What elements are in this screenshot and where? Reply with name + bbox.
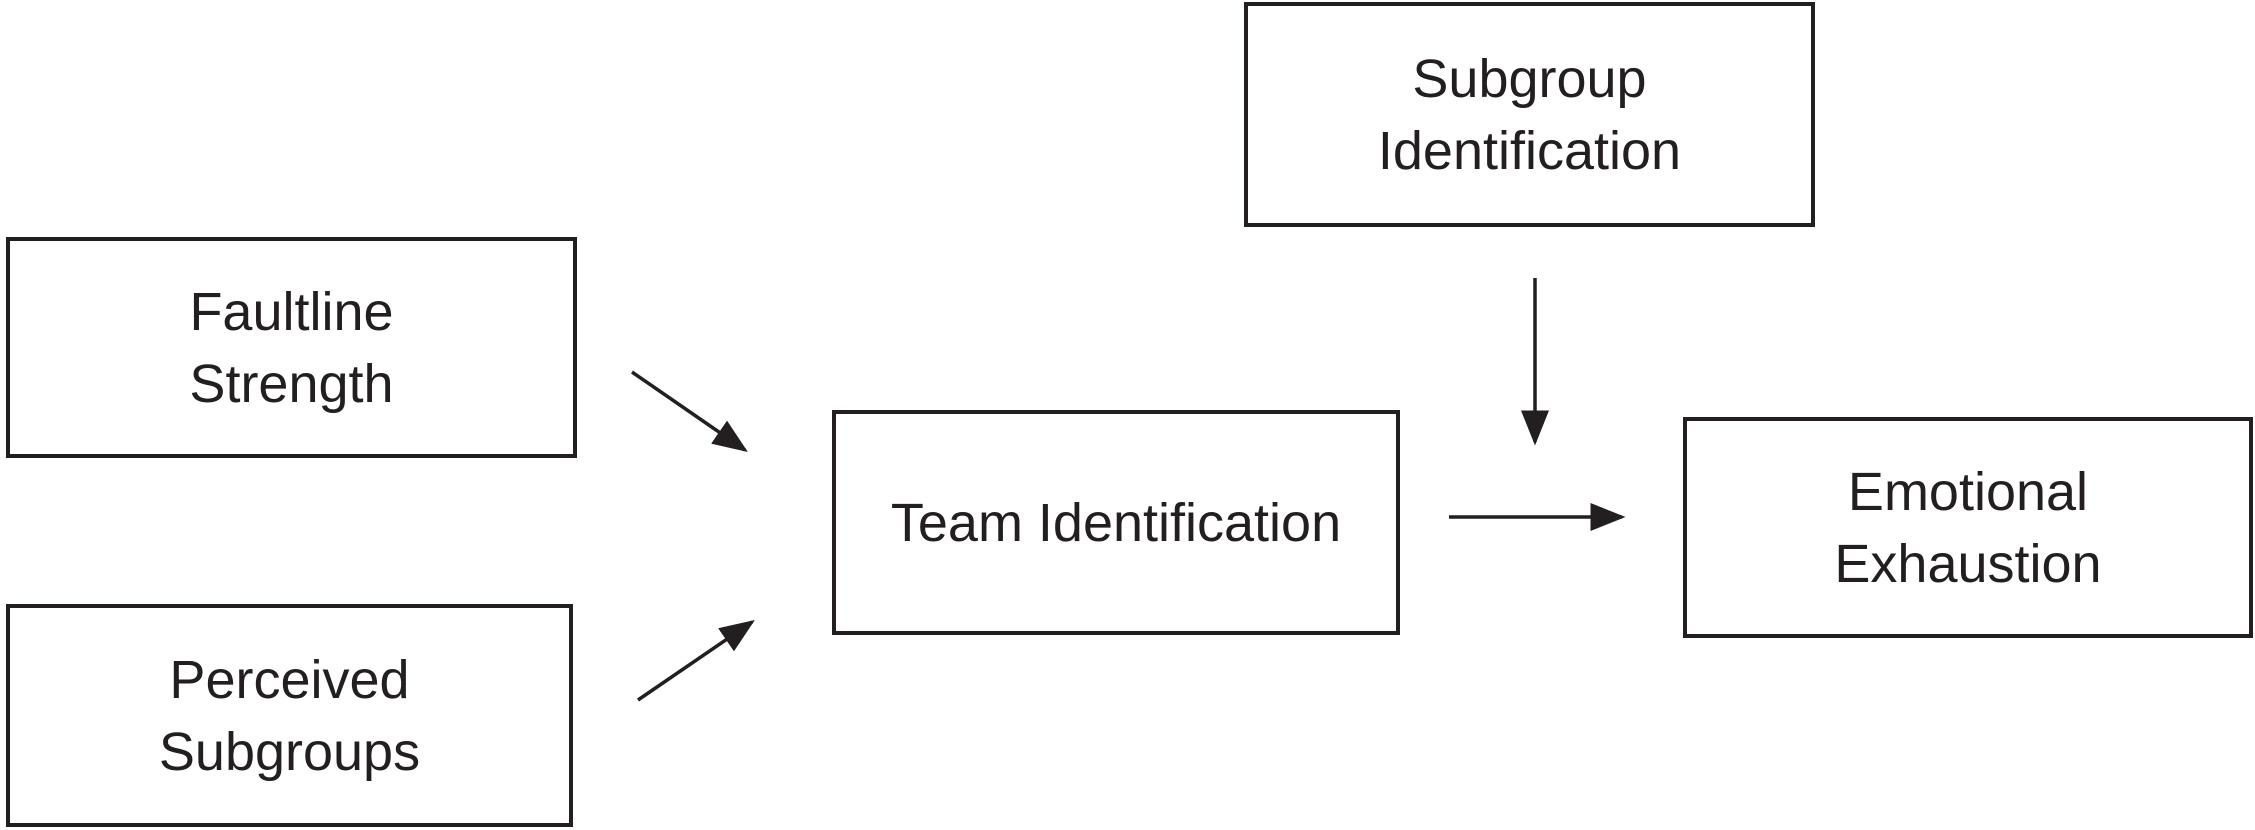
perceived-subgroups-label-line1: Perceived: [169, 649, 410, 710]
team-identification-label: Team Identification: [890, 492, 1342, 553]
arrow-perceived-to-team: [637, 620, 755, 702]
faultline-strength-label-line2: Strength: [189, 353, 394, 414]
team-identification-box: Team Identification: [832, 410, 1400, 635]
faultline-strength-label-line1: Faultline: [189, 281, 394, 342]
subgroup-identification-box: Subgroup Identification: [1244, 2, 1815, 227]
subgroup-identification-label-line2: Identification: [1377, 120, 1682, 181]
faultline-strength-box: Faultline Strength: [6, 237, 577, 458]
emotional-exhaustion-box: Emotional Exhaustion: [1683, 417, 2253, 638]
arrow-faultline-to-team: [631, 370, 748, 452]
emotional-exhaustion-label-line2: Exhaustion: [1834, 533, 2102, 594]
emotional-exhaustion-label-line1: Emotional: [1847, 461, 2089, 522]
perceived-subgroups-box: Perceived Subgroups: [6, 604, 573, 827]
perceived-subgroups-label-line2: Subgroups: [158, 721, 421, 782]
subgroup-identification-label-line1: Subgroup: [1412, 48, 1647, 109]
